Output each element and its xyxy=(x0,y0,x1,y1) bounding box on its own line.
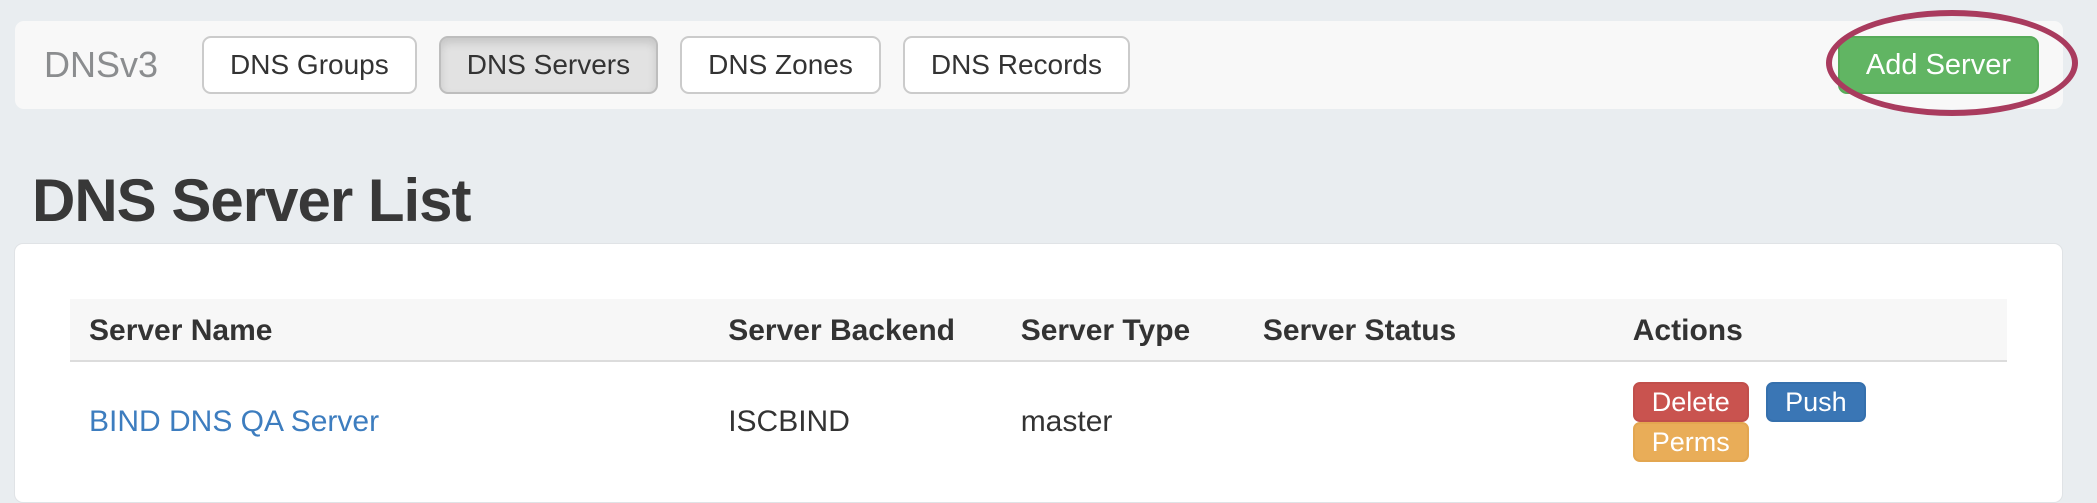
server-list-card: Server Name Server Backend Server Type S… xyxy=(14,243,2063,503)
table-header-row: Server Name Server Backend Server Type S… xyxy=(70,299,2007,362)
page-title: DNS Server List xyxy=(32,167,472,234)
table-row: BIND DNS QA Server ISCBIND master Delete… xyxy=(70,361,2007,484)
nav-dns-servers-button[interactable]: DNS Servers xyxy=(438,36,659,94)
nav-dns-zones-button[interactable]: DNS Zones xyxy=(680,36,881,94)
server-type-cell: master xyxy=(1020,405,1113,438)
push-button[interactable]: Push xyxy=(1766,382,1866,422)
perms-button[interactable]: Perms xyxy=(1632,422,1749,462)
server-backend-cell: ISCBIND xyxy=(728,405,850,438)
delete-button[interactable]: Delete xyxy=(1632,382,1749,422)
brand-dnsv3[interactable]: DNSv3 xyxy=(44,44,159,85)
navbar: DNSv3 DNS Groups DNS Servers DNS Zones D… xyxy=(15,21,2063,109)
server-name-link[interactable]: BIND DNS QA Server xyxy=(89,405,380,438)
column-header-server-status: Server Status xyxy=(1243,299,1614,362)
actions-cell: Delete Push Perms xyxy=(1614,361,2007,484)
nav-dns-records-button[interactable]: DNS Records xyxy=(902,36,1131,94)
column-header-server-backend: Server Backend xyxy=(709,299,1002,362)
column-header-server-type: Server Type xyxy=(1001,299,1244,362)
column-header-actions: Actions xyxy=(1613,299,2007,362)
server-name-cell: BIND DNS QA Server xyxy=(70,361,709,484)
nav-button-group: DNS Groups DNS Servers DNS Zones DNS Rec… xyxy=(202,36,1131,94)
nav-dns-groups-button[interactable]: DNS Groups xyxy=(202,36,417,94)
add-server-button[interactable]: Add Server xyxy=(1837,36,2039,94)
server-status-cell xyxy=(1244,361,1614,484)
column-header-server-name: Server Name xyxy=(70,299,710,362)
server-table: Server Name Server Backend Server Type S… xyxy=(70,299,2007,484)
